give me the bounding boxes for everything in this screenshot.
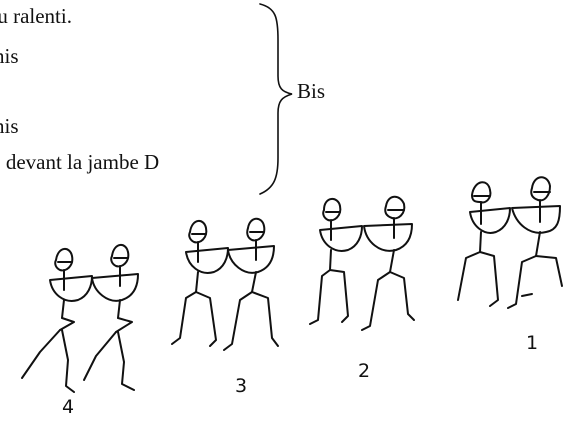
dancer-pair-4 [21,244,139,393]
repeat-brace [259,3,293,195]
step-number-2: 2 [358,360,371,382]
dancer-pair-3 [171,217,279,351]
instruction-line-3: nis [0,114,19,138]
instruction-line-2: nis [0,44,19,68]
repeat-label: Bis [297,79,326,103]
instruction-line-1: au ralenti. [0,4,72,28]
dancer-pair-1 [457,176,563,309]
step-number-3: 3 [235,375,248,397]
dancer-pair-2 [309,195,415,331]
step-number-1: 1 [526,332,539,354]
step-number-4: 4 [62,396,75,418]
instruction-line-4: " devant la jambe D [0,150,160,174]
